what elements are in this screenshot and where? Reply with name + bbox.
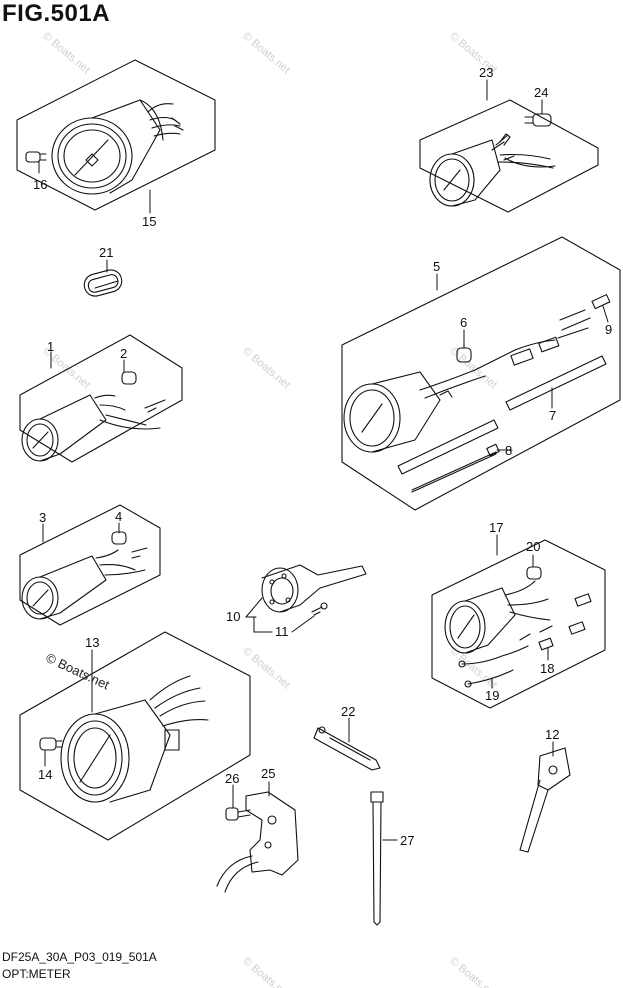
sender-12 bbox=[519, 747, 571, 853]
bolt-26 bbox=[225, 807, 251, 821]
figure-name: OPT:METER bbox=[2, 967, 71, 981]
bulb-6 bbox=[456, 341, 472, 363]
group-box-23 bbox=[419, 99, 599, 213]
callout-23: 23 bbox=[479, 65, 493, 80]
gauge-5 bbox=[343, 309, 591, 453]
callout-26: 26 bbox=[225, 771, 239, 786]
bracket-22 bbox=[313, 726, 381, 771]
callout-7: 7 bbox=[549, 408, 556, 423]
callout-14: 14 bbox=[38, 767, 52, 782]
callout-9: 9 bbox=[605, 322, 612, 337]
bulb-4 bbox=[111, 531, 148, 559]
callout-16: 16 bbox=[33, 177, 47, 192]
tie-8 bbox=[411, 443, 500, 493]
callout-25: 25 bbox=[261, 766, 275, 781]
callout-15: 15 bbox=[142, 214, 156, 229]
part-10 bbox=[261, 564, 367, 613]
callouts: 16 15 21 23 24 5 6 9 7 8 1 2 3 4 13 14 1… bbox=[33, 65, 612, 848]
callout-10: 10 bbox=[226, 609, 240, 624]
callout-12: 12 bbox=[545, 727, 559, 742]
callout-18: 18 bbox=[540, 661, 554, 676]
callout-22: 22 bbox=[341, 704, 355, 719]
figure-title: FIG.501A bbox=[2, 0, 111, 27]
bracket-25 bbox=[216, 791, 299, 893]
callout-19: 19 bbox=[485, 688, 499, 703]
tube-7 bbox=[397, 355, 607, 475]
bulb-14 bbox=[39, 737, 63, 751]
callout-2: 2 bbox=[120, 346, 127, 361]
gauge-13 bbox=[60, 675, 209, 803]
callout-20: 20 bbox=[526, 539, 540, 554]
callout-3: 3 bbox=[39, 510, 46, 525]
gauge-23 bbox=[429, 133, 556, 207]
pin-9 bbox=[591, 294, 611, 310]
callout-1: 1 bbox=[47, 339, 54, 354]
callout-8: 8 bbox=[505, 443, 512, 458]
group-box-15 bbox=[16, 59, 216, 211]
tie-27 bbox=[370, 791, 384, 926]
callout-6: 6 bbox=[460, 315, 467, 330]
leader-lines bbox=[38, 79, 609, 841]
callout-11: 11 bbox=[275, 624, 289, 639]
callout-5: 5 bbox=[433, 259, 440, 274]
bulb-16 bbox=[25, 151, 47, 163]
screw-11 bbox=[311, 602, 328, 616]
callout-21: 21 bbox=[99, 245, 113, 260]
callout-17: 17 bbox=[489, 520, 503, 535]
gauge-3 bbox=[21, 549, 146, 620]
bulb-20 bbox=[526, 566, 542, 580]
gauge-1 bbox=[21, 394, 161, 462]
group-box-5 bbox=[341, 236, 621, 511]
bulb-2 bbox=[121, 371, 166, 413]
group-box-13 bbox=[19, 631, 251, 841]
figure-code: DF25A_30A_P03_019_501A bbox=[2, 950, 157, 964]
callout-13: 13 bbox=[85, 635, 99, 650]
gauge-17 bbox=[444, 580, 553, 654]
group-box-17 bbox=[431, 539, 606, 709]
callout-24: 24 bbox=[534, 85, 548, 100]
gauge-15 bbox=[51, 99, 184, 195]
group-box-3 bbox=[19, 504, 161, 626]
part-21 bbox=[83, 269, 123, 297]
callout-4: 4 bbox=[115, 509, 122, 524]
callout-27: 27 bbox=[400, 833, 414, 848]
group-box-1 bbox=[19, 334, 183, 463]
